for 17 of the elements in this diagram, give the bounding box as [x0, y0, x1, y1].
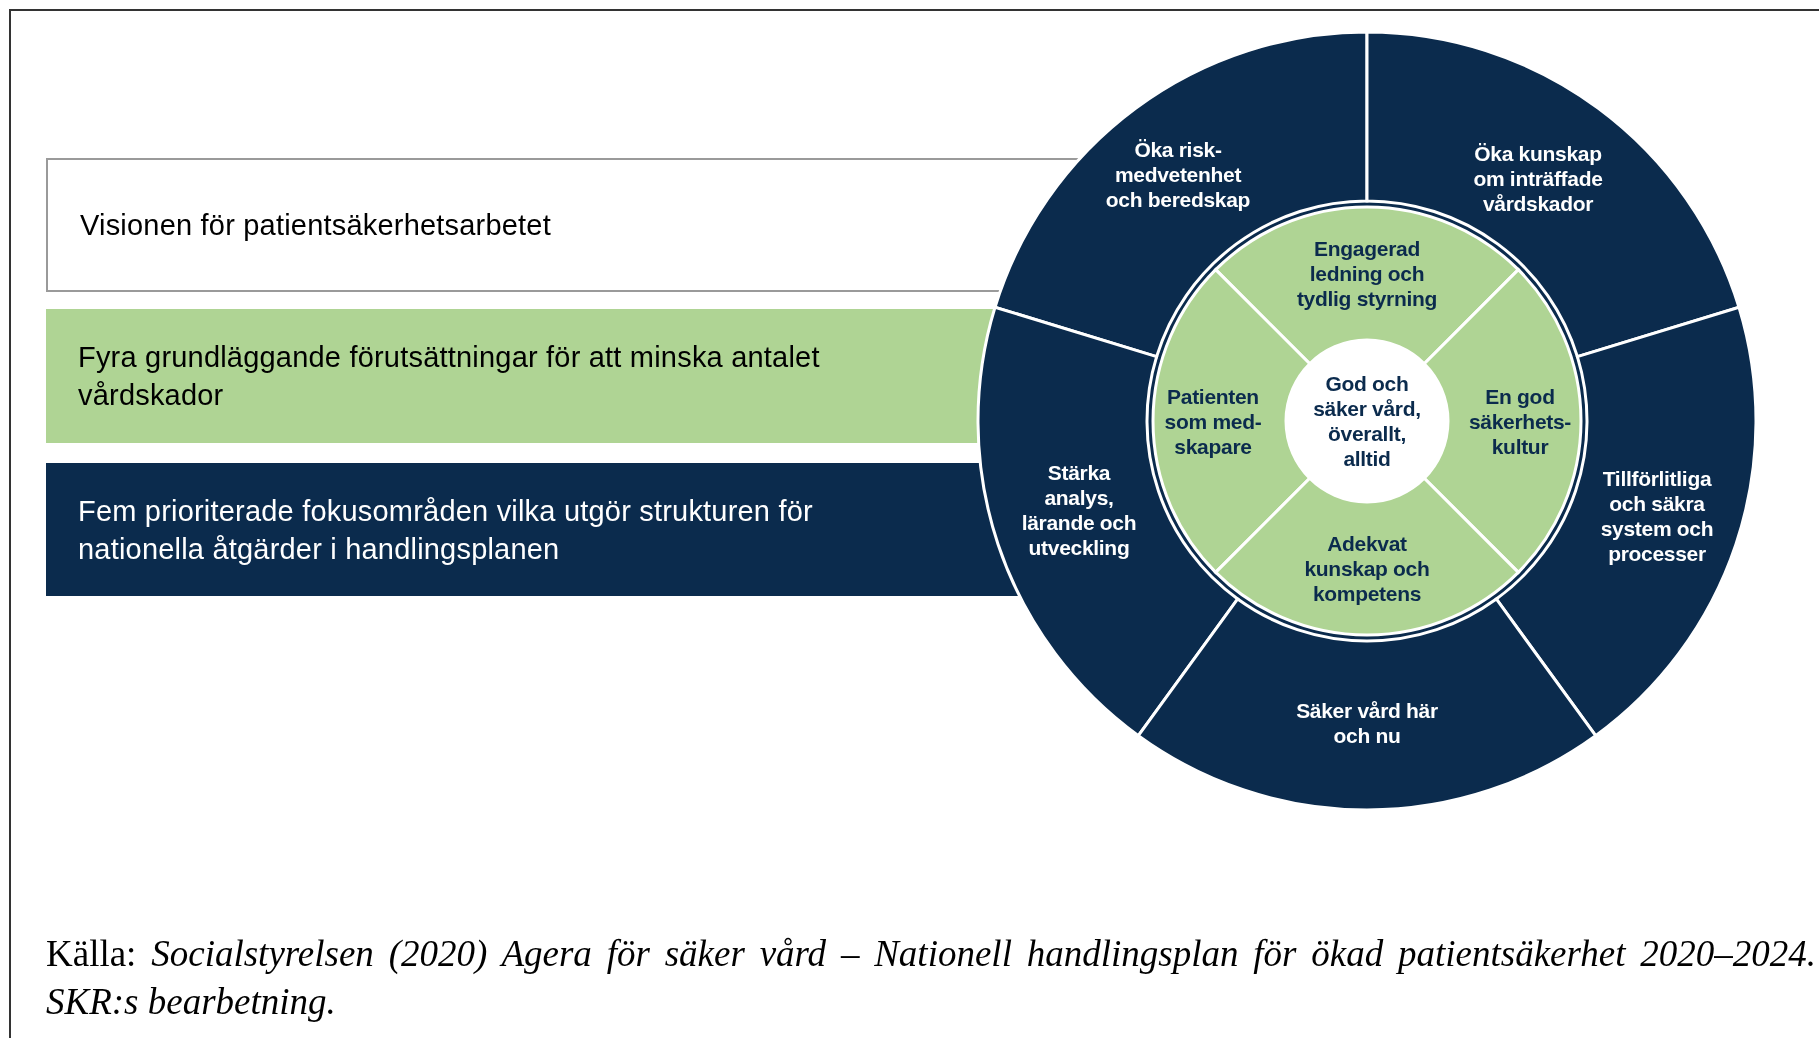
segment-label: Tillförlitliga och säkra system och processer	[1592, 466, 1722, 566]
segment-label: Patienten som med-skapare	[1153, 383, 1273, 459]
band-text: Fyra grundläggande förutsättningar för att minska antalet vårdskador	[78, 340, 821, 413]
segment-label: Säker vård här och nu	[1292, 698, 1442, 748]
segment-label: Öka kunskap om inträffade vårdskador	[1458, 140, 1618, 216]
segment-label: Öka risk-medvetenhet och beredskap	[1098, 136, 1258, 212]
caption: Källa: Socialstyrelsen (2020) Agera för säker vård – Nationell handlingsplan för ökad patientsäkerhet 2020–2024. SKR:s bearbetning.	[46, 932, 1816, 1024]
segment-label: Engagerad ledning och tydlig styrning	[1287, 235, 1447, 311]
band	[46, 158, 1001, 292]
band	[46, 463, 981, 596]
band-text: Fem prioriterade fokusområden vilka utgör strukturen för nationella åtgärder i handlingsplanen	[78, 493, 814, 567]
segment-label: God och säker vård, överallt, alltid	[1302, 371, 1432, 471]
segment-label: En god säkerhets-kultur	[1460, 383, 1580, 459]
segment-label: Stärka analys, lärande och utveckling	[1014, 460, 1144, 560]
band	[46, 309, 979, 443]
segment-label: Adekvat kunskap och kompetens	[1292, 530, 1442, 606]
band-text: Visionen för patientsäkerhetsarbetet	[80, 208, 551, 243]
